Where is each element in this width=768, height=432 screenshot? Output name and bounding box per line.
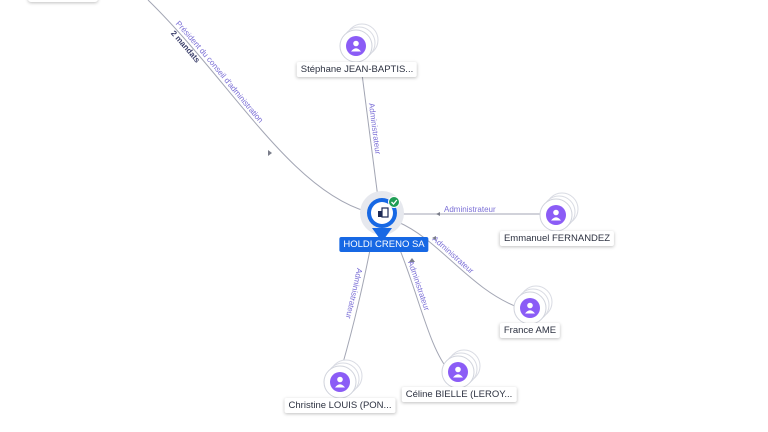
person-node-stephane[interactable]	[339, 23, 379, 63]
offscreen-node-label[interactable]	[28, 0, 98, 2]
edge-president	[147, 0, 369, 213]
person-node-celine[interactable]	[441, 349, 481, 389]
person-label-stephane[interactable]: Stéphane JEAN-BAPTIS...	[296, 62, 418, 77]
center-node[interactable]	[360, 191, 404, 242]
person-icon	[551, 209, 561, 221]
center-node-label[interactable]: HOLDI CRENO SA	[339, 237, 429, 252]
person-label-christine[interactable]: Christine LOUIS (PON...	[284, 398, 396, 413]
person-icon	[525, 302, 535, 314]
arrow-emmanuel	[436, 212, 440, 216]
person-icon	[453, 366, 463, 378]
edge-france	[397, 221, 521, 309]
person-icon	[335, 376, 345, 388]
person-node-christine[interactable]	[323, 359, 363, 399]
arrow-france	[432, 236, 436, 240]
arrow-president	[268, 150, 272, 156]
edge-label-france: Administrateur	[431, 235, 476, 276]
person-label-celine[interactable]: Céline BIELLE (LEROY...	[401, 387, 517, 402]
person-icon	[351, 40, 361, 52]
edge-stephane	[361, 73, 379, 199]
check-badge-icon	[388, 196, 400, 208]
building-icon	[378, 207, 389, 218]
edge-celine	[399, 249, 451, 373]
person-label-emmanuel[interactable]: Emmanuel FERNANDEZ	[499, 231, 615, 246]
arrow-celine	[409, 258, 415, 262]
edge-label-president: Président du conseil d'administration	[174, 19, 265, 124]
person-node-france[interactable]	[513, 285, 553, 325]
person-label-france[interactable]: France AME	[499, 323, 561, 338]
edge-label-emmanuel: Administrateur	[444, 205, 496, 214]
person-node-emmanuel[interactable]	[539, 192, 579, 232]
